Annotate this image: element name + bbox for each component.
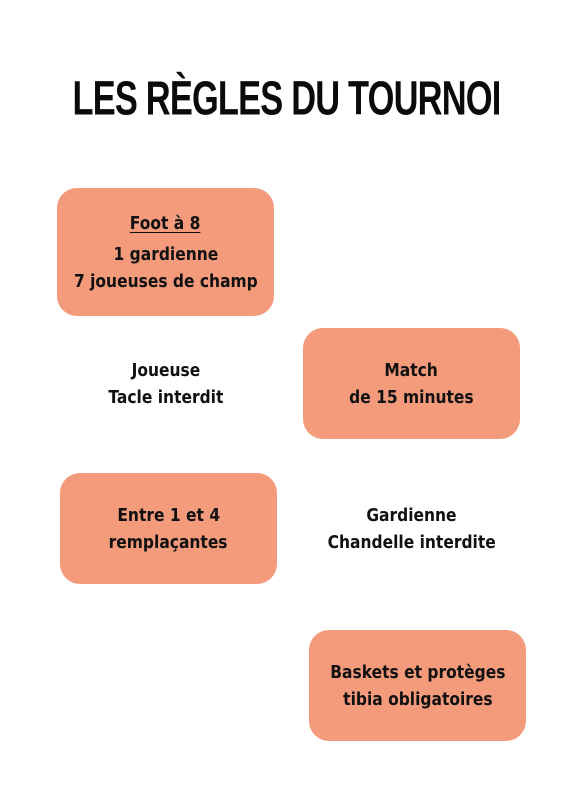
- rule-card-match-duration: Match de 15 minutes: [303, 328, 520, 439]
- rule-card-line: Gardienne: [366, 504, 457, 526]
- rule-card-equipment: Baskets et protèges tibia obligatoires: [309, 630, 526, 741]
- rule-card-goalkeeper: Gardienne Chandelle interdite: [303, 473, 520, 584]
- rule-card-substitutes: Entre 1 et 4 remplaçantes: [60, 473, 277, 584]
- rule-card-line: Chandelle interdite: [327, 531, 496, 553]
- page-title: LES RÈGLES DU TOURNOI: [72, 70, 501, 125]
- rule-card-player: Joueuse Tacle interdit: [57, 328, 274, 439]
- rule-card-line: de 15 minutes: [349, 386, 474, 408]
- rule-card-line: remplaçantes: [109, 531, 228, 553]
- rule-card-format: Foot à 8 1 gardienne 7 joueuses de champ: [57, 188, 274, 316]
- rule-card-line: Joueuse: [131, 359, 200, 381]
- rule-card-line: Match: [384, 359, 439, 381]
- rule-card-heading: Foot à 8: [130, 212, 201, 234]
- rule-card-line: tibia obligatoires: [342, 688, 493, 710]
- rule-card-line: Tacle interdit: [107, 386, 224, 408]
- rule-card-line: 7 joueuses de champ: [73, 270, 258, 292]
- rule-card-line: Entre 1 et 4: [117, 504, 220, 526]
- rule-card-line: Baskets et protèges: [329, 661, 506, 683]
- rule-card-line: 1 gardienne: [113, 243, 218, 265]
